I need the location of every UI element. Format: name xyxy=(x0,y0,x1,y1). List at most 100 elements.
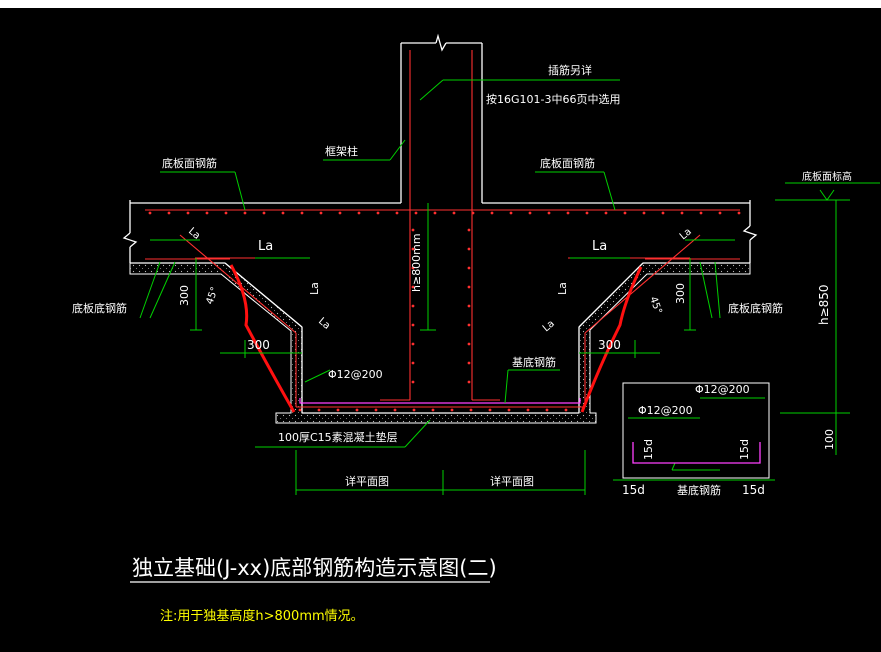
rebar-dot xyxy=(167,211,171,215)
rebar-dot xyxy=(411,266,415,270)
la-left-vertical: La xyxy=(308,282,321,295)
leader-lines xyxy=(139,79,880,495)
angle-left: 45° xyxy=(204,286,220,306)
detail-box xyxy=(622,382,770,479)
rebar-dot xyxy=(642,211,646,215)
rebar-dot xyxy=(411,361,415,365)
pit-bottom-bar-detail-label: 基底钢筋 xyxy=(677,483,721,497)
la-right: La xyxy=(592,239,607,254)
rebar-dot xyxy=(411,304,415,308)
rebar-dot xyxy=(317,408,321,412)
rebar-dot xyxy=(411,285,415,289)
rebar-dot xyxy=(509,211,513,215)
rebar-dot xyxy=(262,211,266,215)
rebar-dot xyxy=(298,408,302,412)
concrete-outline xyxy=(122,33,758,414)
rebar-dot xyxy=(488,408,492,412)
rebar-dot xyxy=(395,211,399,215)
rebar-dot xyxy=(411,380,415,384)
atlas-ref: 按16G101-3中66页中选用 xyxy=(486,92,620,106)
rebar-dot xyxy=(467,304,471,308)
d15-right: 15d xyxy=(742,483,765,497)
rebar-dot xyxy=(431,408,435,412)
rebar-spec-detail-top: Φ12@200 xyxy=(695,383,750,396)
la-left: La xyxy=(258,239,273,254)
rebar-spec-pit: Φ12@200 xyxy=(328,368,383,381)
rebar-dot xyxy=(374,408,378,412)
rebar-dot xyxy=(467,380,471,384)
rebar-dot xyxy=(467,361,471,365)
rebar-dot xyxy=(471,211,475,215)
la-left-low: La xyxy=(316,316,332,332)
dim-300-right-horiz: 300 xyxy=(598,338,621,352)
rebar-dot xyxy=(490,211,494,215)
rebar-dot xyxy=(528,211,532,215)
rebar-dot xyxy=(205,211,209,215)
h-min-label: h≥800mm xyxy=(410,233,423,292)
rebar-dot xyxy=(411,323,415,327)
rebar-dot xyxy=(545,408,549,412)
rebar-dot xyxy=(357,211,361,215)
drawing-title: 独立基础(J-xx)底部钢筋构造示意图(二) xyxy=(132,556,497,580)
top-bar-right-label: 底板面钢筋 xyxy=(540,156,595,170)
window-top-bar xyxy=(0,0,881,8)
rebar-dot xyxy=(411,342,415,346)
rebar-dot xyxy=(338,211,342,215)
rebar-dot xyxy=(547,211,551,215)
rebar-dot xyxy=(412,408,416,412)
rebar-dot xyxy=(585,211,589,215)
rebar-dot xyxy=(393,408,397,412)
rebar-dot xyxy=(507,408,511,412)
rebar-dot xyxy=(467,228,471,232)
rebar-dot xyxy=(281,211,285,215)
rebar-dot xyxy=(224,211,228,215)
d15-left: 15d xyxy=(622,483,645,497)
rebar-dot xyxy=(411,228,415,232)
d15-left-vert: 15d xyxy=(642,439,655,460)
bottom-bar-right-label: 底板底钢筋 xyxy=(728,301,783,315)
rebar-dot xyxy=(564,408,568,412)
rebar-dot xyxy=(319,211,323,215)
plan-ref-right: 详平面图 xyxy=(490,474,534,488)
rebar-dot xyxy=(452,211,456,215)
la-right-low: La xyxy=(541,318,557,334)
dim-300-left-horiz: 300 xyxy=(247,338,270,352)
rebar-dot xyxy=(355,408,359,412)
rebar-dot xyxy=(148,211,152,215)
bottom-mat-magenta xyxy=(299,398,581,404)
bottom-bar-left-label: 底板底钢筋 xyxy=(72,301,127,315)
rebar-dot xyxy=(680,211,684,215)
rebar-dot xyxy=(467,285,471,289)
slope-highlight xyxy=(229,264,643,413)
rebar-dot xyxy=(737,211,741,215)
rebar-dot xyxy=(411,247,415,251)
rebar-dot xyxy=(414,211,418,215)
dim-300-right-vert: 300 xyxy=(674,283,687,304)
slab-top-elev-label: 底板面标高 xyxy=(802,170,852,183)
rebar-dot xyxy=(661,211,665,215)
foundation-drawing: 插筋另详 按16G101-3中66页中选用 框架柱 底板面钢筋 底板面钢筋 底板… xyxy=(72,33,880,624)
la-right-vertical: La xyxy=(556,282,569,295)
rebar-dot xyxy=(623,211,627,215)
rebar-dot xyxy=(433,211,437,215)
rebar-dot xyxy=(243,211,247,215)
rebar-dot xyxy=(469,408,473,412)
plan-ref-left: 详平面图 xyxy=(345,474,389,488)
top-bar-left-label: 底板面钢筋 xyxy=(162,156,217,170)
pit-bottom-bar-label: 基底钢筋 xyxy=(512,355,556,369)
d15-right-vert: 15d xyxy=(738,439,751,460)
rebar-dot xyxy=(450,408,454,412)
rebar-dot xyxy=(604,211,608,215)
rebar-dots xyxy=(148,211,741,412)
dim-100-label: 100 xyxy=(823,429,836,450)
rebar-dot xyxy=(376,211,380,215)
la-left-slant: La xyxy=(186,226,202,242)
cushion-label: 100厚C15素混凝土垫层 xyxy=(278,430,398,444)
rebar-dot xyxy=(699,211,703,215)
rebar-dot xyxy=(718,211,722,215)
rebar-dot xyxy=(467,266,471,270)
rebar-dot xyxy=(467,247,471,251)
h-850-label: h≥850 xyxy=(817,284,831,325)
rebar-dot xyxy=(300,211,304,215)
rebar-dot xyxy=(467,323,471,327)
